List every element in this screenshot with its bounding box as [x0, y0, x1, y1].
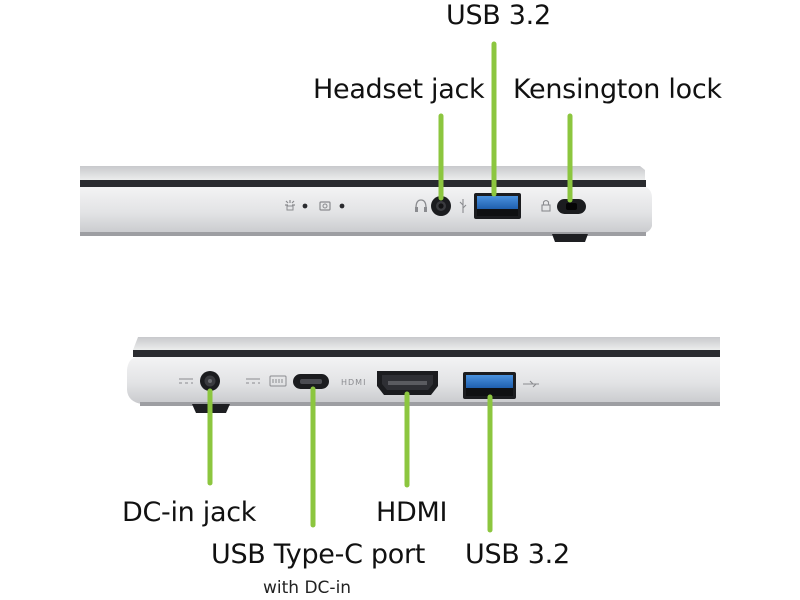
hinge-gap: [80, 180, 646, 187]
headset-icon: [415, 199, 427, 212]
usb-c-dc-icon: [246, 378, 260, 384]
left-side-view: HDMI: [127, 337, 720, 533]
hdmi-port-marking: HDMI: [341, 378, 366, 387]
label-headset-jack: Headset jack: [313, 74, 485, 105]
label-hdmi: HDMI: [376, 497, 448, 528]
label-usb-top: USB 3.2: [446, 0, 551, 31]
power-led: [302, 203, 308, 209]
lock-icon: [541, 199, 551, 212]
dc-icon: [179, 378, 193, 384]
battery-status-icon: [285, 200, 295, 211]
usb-symbol-icon-2: [523, 380, 539, 388]
right-side-view: [80, 41, 652, 242]
label-usb-type-c: USB Type-C port: [211, 539, 426, 570]
label-kensington-lock: Kensington lock: [513, 74, 722, 105]
usb-symbol-icon: [459, 199, 467, 213]
label-dc-in-jack: DC-in jack: [122, 497, 257, 528]
usb-c-symbol-icon: [269, 375, 287, 387]
camera-status-icon: [319, 201, 331, 211]
label-usb-type-c-sub: with DC-in: [263, 578, 352, 598]
bottom-shadow-2: [140, 402, 720, 406]
lid-edge-2: [133, 337, 720, 350]
lid-edge: [80, 166, 645, 180]
bottom-shadow: [80, 232, 646, 236]
camera-led: [339, 203, 345, 209]
label-usb-bottom: USB 3.2: [465, 539, 570, 570]
hinge-gap-2: [133, 350, 720, 357]
rubber-foot: [552, 234, 588, 242]
